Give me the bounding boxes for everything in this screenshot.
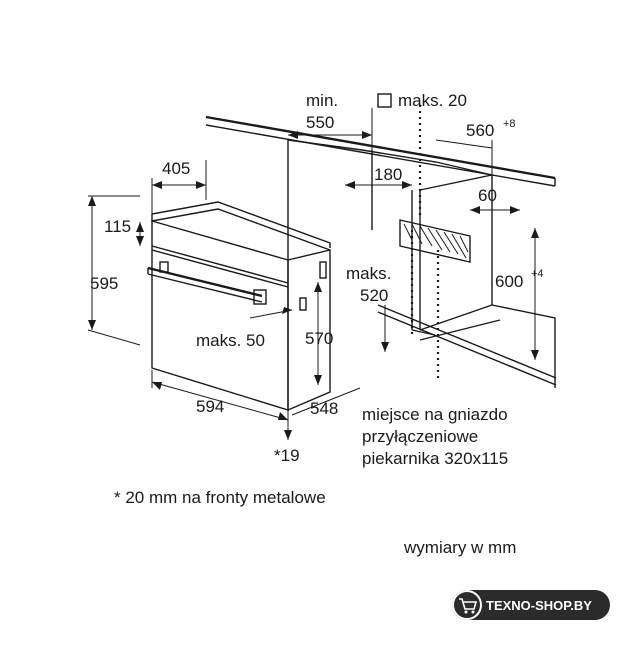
label-maks50: maks. 50 bbox=[196, 331, 265, 350]
label-60: 60 bbox=[478, 186, 497, 205]
label-594: 594 bbox=[196, 397, 224, 416]
shop-logo: TEXNO-SHOP.BY bbox=[452, 590, 610, 620]
notes: miejsce na gniazdo przyłączeniowe piekar… bbox=[114, 405, 516, 557]
label-min: min. bbox=[306, 91, 338, 110]
label-600-tolerance: +4 bbox=[531, 268, 544, 280]
units-note: wymiary w mm bbox=[403, 538, 516, 557]
label-maks: maks. bbox=[346, 264, 391, 283]
dimension-labels: min. 550 maks. 20 560 +8 405 180 60 115 … bbox=[90, 91, 544, 465]
oven-body bbox=[147, 201, 331, 411]
cabinet-outline bbox=[205, 115, 557, 410]
socket-note-line2: przyłączeniowe bbox=[362, 427, 478, 446]
label-115: 115 bbox=[104, 217, 131, 236]
label-548: 548 bbox=[310, 399, 338, 418]
label-180: 180 bbox=[374, 165, 402, 184]
footnote: * 20 mm na fronty metalowe bbox=[114, 488, 326, 507]
cart-icon bbox=[452, 590, 482, 620]
label-405: 405 bbox=[162, 159, 190, 178]
label-595: 595 bbox=[90, 274, 118, 293]
dotted-guides bbox=[410, 105, 440, 380]
dimension-lines bbox=[87, 108, 539, 440]
socket-area bbox=[399, 219, 471, 263]
label-560: 560 bbox=[466, 121, 494, 140]
logo-text: TEXNO-SHOP.BY bbox=[486, 598, 592, 613]
label-19: *19 bbox=[274, 446, 300, 465]
socket-note-line3: piekarnika 320x115 bbox=[362, 449, 508, 468]
label-560-tolerance: +8 bbox=[503, 118, 516, 130]
label-600: 600 bbox=[495, 272, 523, 291]
label-maks20: maks. 20 bbox=[398, 91, 467, 110]
label-570: 570 bbox=[305, 329, 333, 348]
label-550: 550 bbox=[306, 113, 334, 132]
square-icon bbox=[377, 93, 392, 108]
socket-note-line1: miejsce na gniazdo bbox=[362, 405, 508, 424]
label-520: 520 bbox=[360, 286, 388, 305]
